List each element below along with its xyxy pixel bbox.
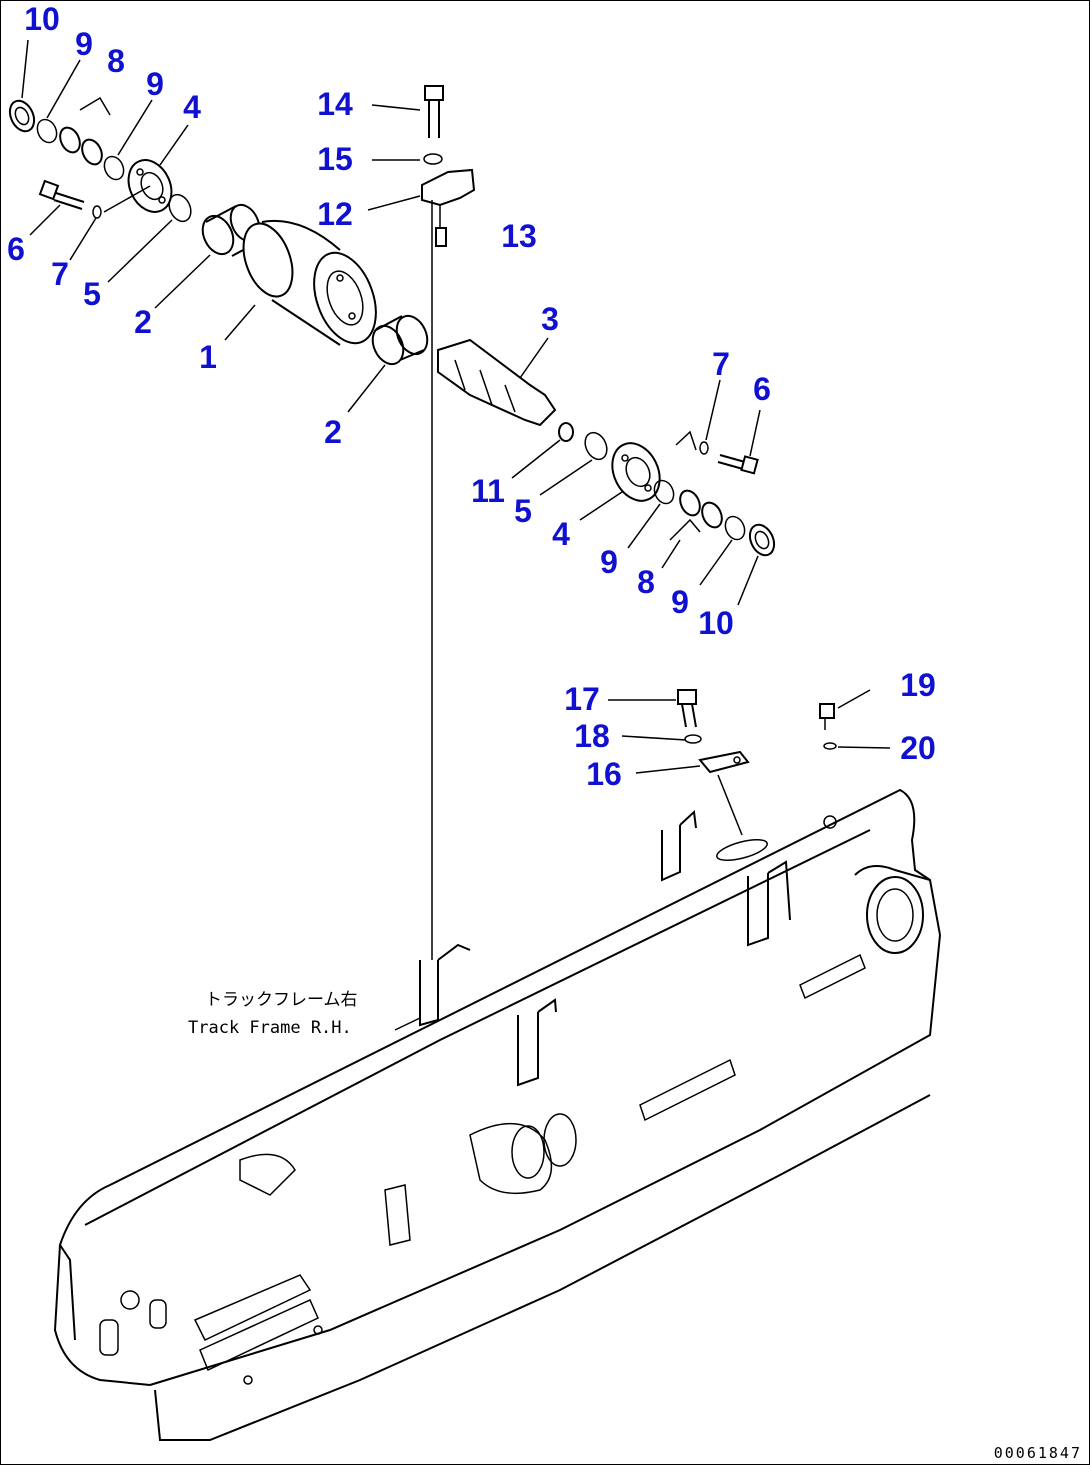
callout-6-right: 6 [753, 371, 771, 407]
bushing-2-lower [371, 314, 429, 366]
callout-9-right-a: 9 [600, 544, 618, 580]
callout-19: 19 [900, 667, 936, 703]
o-ring-9a-right [653, 479, 675, 505]
seal-10-right [748, 523, 776, 557]
callout-14: 14 [317, 86, 353, 122]
callout-9-left-a: 9 [75, 26, 93, 62]
callout-9-right-b: 9 [671, 584, 689, 620]
callout-7-left: 7 [51, 256, 69, 292]
guide-line-cover [717, 774, 743, 836]
callout-8-left: 8 [107, 43, 125, 79]
callout-6-left: 6 [7, 231, 25, 267]
callout-5-right: 5 [514, 493, 532, 529]
callout-5-left: 5 [83, 276, 101, 312]
callout-10-right: 10 [698, 605, 734, 641]
bolt-17 [677, 689, 697, 728]
callout-20: 20 [900, 730, 936, 766]
cover-16 [698, 750, 750, 774]
callout-4-right: 4 [552, 516, 570, 552]
frame-label-en: Track Frame R.H. [188, 1018, 352, 1038]
floating-seal-8-right [679, 489, 723, 529]
callout-3: 3 [541, 301, 559, 337]
shaft-3 [437, 338, 557, 427]
seal-10-left [8, 99, 36, 133]
callout-2-lower: 2 [324, 414, 342, 450]
track-frame-rh [53, 788, 941, 1441]
callout-17: 17 [564, 681, 600, 717]
o-ring-9b-left [103, 155, 125, 181]
bolt-14 [424, 85, 444, 138]
callout-2-upper: 2 [134, 304, 152, 340]
drawing-number: 00061847 [994, 1444, 1082, 1462]
o-ring-9b-right [724, 515, 746, 541]
callout-4-left: 4 [183, 89, 201, 125]
bolt-6-left [38, 179, 85, 210]
callout-1: 1 [199, 339, 217, 375]
collar-4-right [611, 442, 661, 502]
frame-label-jp: トラックフレーム右 [205, 990, 358, 1010]
washer-20 [823, 742, 837, 750]
callout-11: 11 [471, 473, 505, 509]
frame-label-leader [394, 1017, 421, 1031]
leader-lines [21, 39, 891, 774]
callout-8-right: 8 [637, 564, 655, 600]
bolt-6-right [717, 454, 759, 475]
callout-12: 12 [317, 196, 353, 232]
washer-15 [423, 153, 443, 165]
callout-10-left: 10 [24, 1, 60, 37]
o-ring-5-left [168, 193, 192, 223]
callout-9-left-b: 9 [146, 66, 164, 102]
callout-16: 16 [586, 756, 622, 792]
washer-18 [684, 734, 702, 744]
callout-7-right: 7 [712, 346, 730, 382]
bolt-19 [819, 703, 835, 730]
washer-7-right [699, 441, 709, 455]
plug-11 [558, 422, 574, 442]
callout-15: 15 [317, 141, 353, 177]
o-ring-5-right [584, 431, 608, 461]
washer-7-left [92, 205, 102, 219]
track-roller-1 [242, 219, 377, 346]
callout-13: 13 [501, 218, 537, 254]
floating-seal-8-left [59, 126, 103, 166]
o-ring-9a-left [36, 118, 58, 144]
guard-bracket-12 [421, 168, 476, 247]
callout-18: 18 [574, 718, 610, 754]
